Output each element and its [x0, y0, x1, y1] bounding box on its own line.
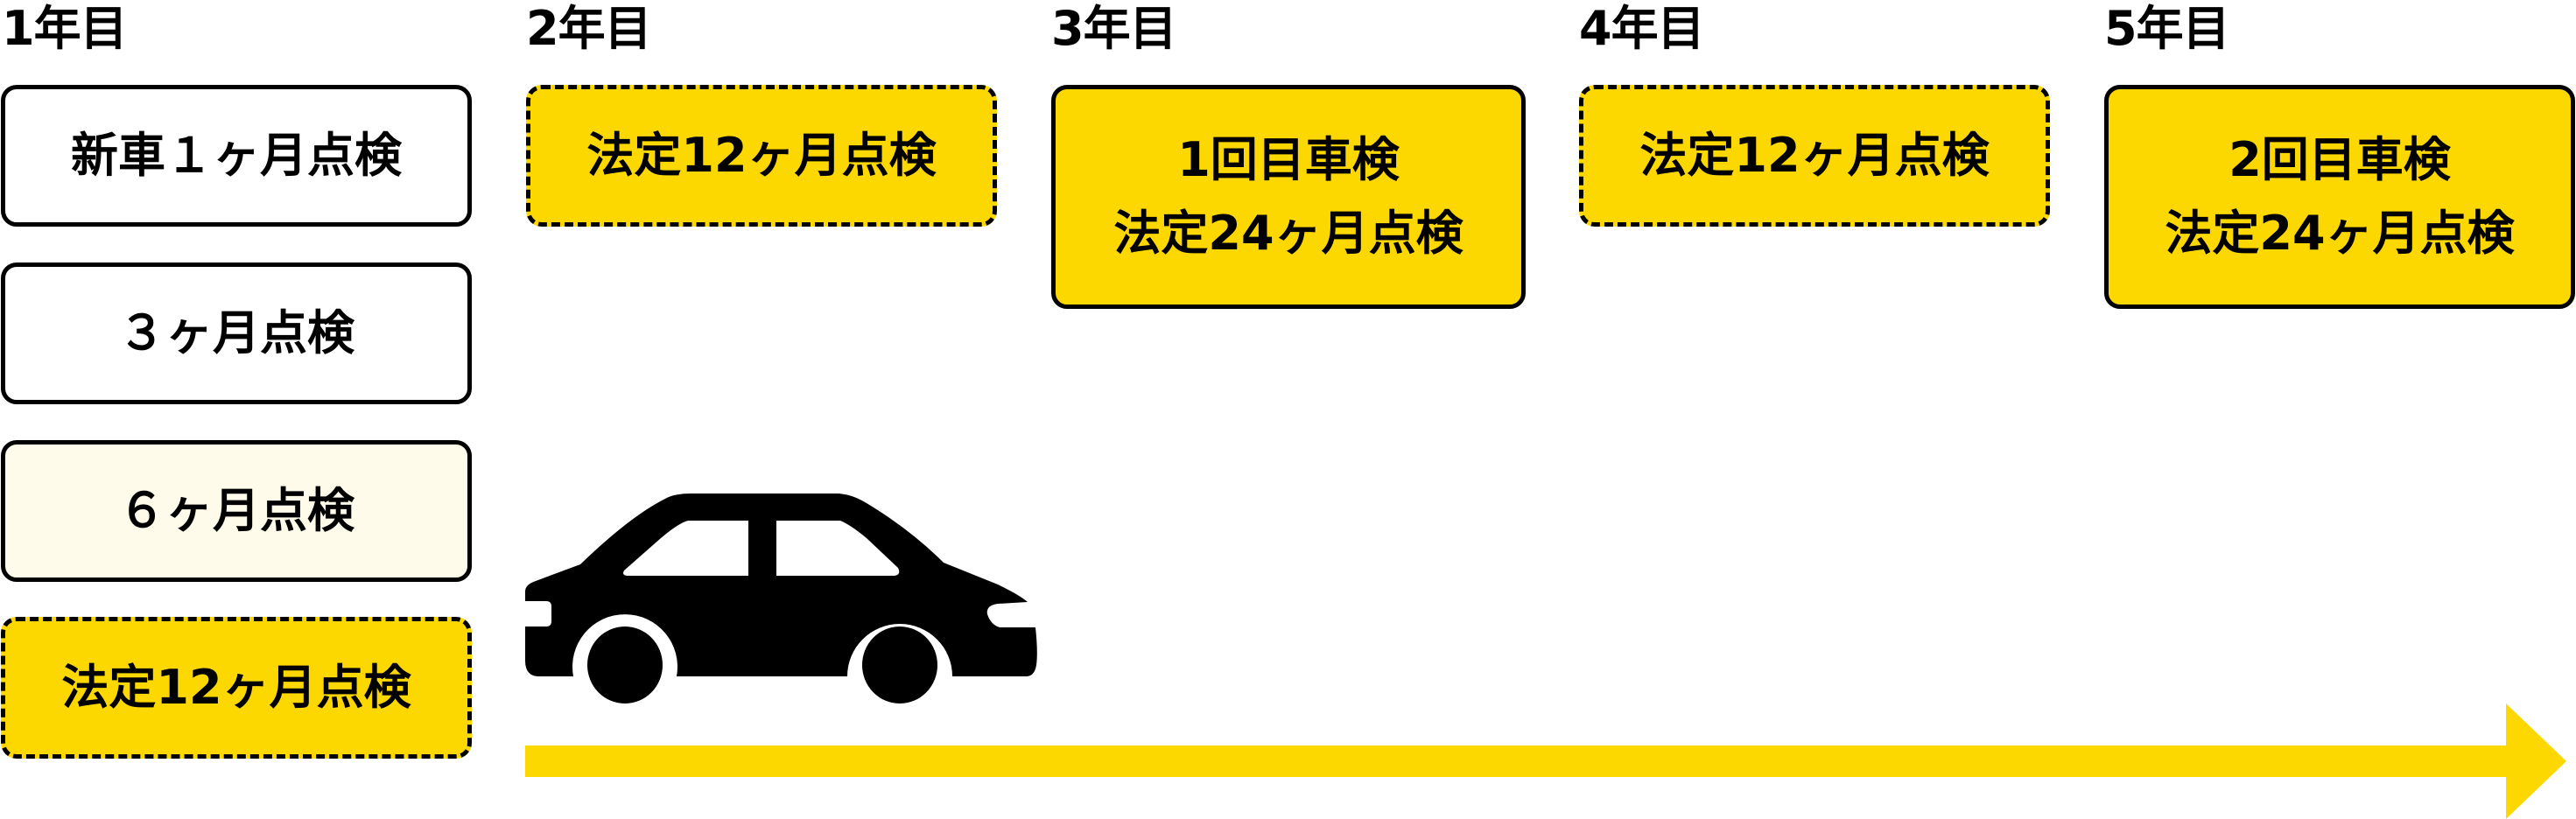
inspection-label: 新車１ヶ月点検 — [71, 128, 402, 183]
inspection-label: ３ヶ月点検 — [118, 305, 354, 360]
inspection-label: 法定12ヶ月点検 — [586, 128, 937, 183]
inspection-box-3-month: ３ヶ月点検 — [1, 262, 472, 404]
inspection-box-statutory-12-month-y1: 法定12ヶ月点検 — [1, 617, 472, 759]
inspection-box-statutory-12-month-y4: 法定12ヶ月点検 — [1579, 85, 2050, 227]
year-label-1: 1年目 — [2, 1, 128, 56]
inspection-box-new-car-1-month: 新車１ヶ月点検 — [1, 85, 472, 227]
year-label-5: 5年目 — [2104, 1, 2230, 56]
inspection-label-line2: 法定24ヶ月点検 — [2165, 206, 2515, 261]
inspection-label-line1: 2回目車検 — [2229, 132, 2451, 187]
inspection-box-second-shaken: 2回目車検 法定24ヶ月点検 — [2104, 85, 2575, 309]
inspection-label: 法定12ヶ月点検 — [61, 660, 411, 715]
inspection-label-line2: 法定24ヶ月点検 — [1113, 206, 1463, 261]
year-label-3: 3年目 — [1051, 1, 1177, 56]
inspection-label: 法定12ヶ月点検 — [1639, 128, 1990, 183]
car-icon — [525, 494, 1037, 704]
inspection-box-first-shaken: 1回目車検 法定24ヶ月点検 — [1051, 85, 1526, 309]
year-label-2: 2年目 — [526, 1, 652, 56]
inspection-box-6-month: ６ヶ月点検 — [1, 440, 472, 582]
inspection-label: ６ヶ月点検 — [118, 483, 354, 538]
inspection-label-line1: 1回目車検 — [1177, 132, 1400, 187]
year-label-4: 4年目 — [1579, 1, 1705, 56]
inspection-box-statutory-12-month-y2: 法定12ヶ月点検 — [526, 85, 997, 227]
